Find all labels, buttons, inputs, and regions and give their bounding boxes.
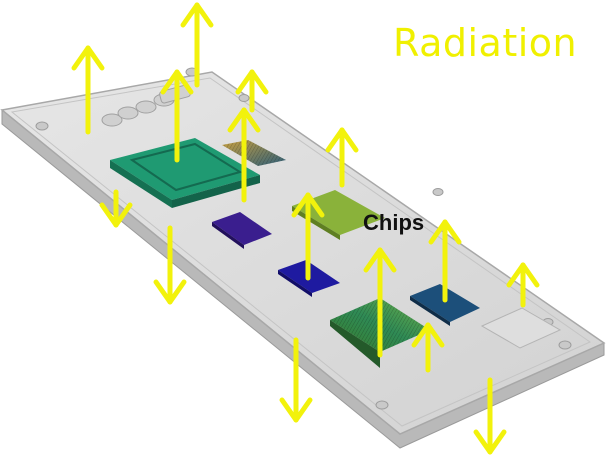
board-top	[0, 71, 606, 435]
upward-arrow-icon	[180, 2, 214, 88]
empty-pad	[480, 307, 562, 349]
board-lip	[10, 77, 592, 427]
downward-arrow-icon	[279, 337, 313, 423]
upward-arrow-icon	[363, 247, 397, 358]
radiation-label: Radiation	[393, 21, 578, 65]
upward-arrow-icon	[160, 69, 194, 163]
upward-arrow-icon	[227, 107, 261, 203]
upward-arrow-icon	[411, 322, 445, 373]
upward-arrow-icon	[235, 69, 269, 113]
downward-arrow-icon	[153, 225, 187, 305]
connector-pads	[101, 84, 191, 127]
chip-purple	[212, 212, 272, 249]
upward-arrow-icon	[506, 262, 540, 308]
upward-arrow-icon	[428, 219, 462, 303]
chip-small-striped	[222, 140, 286, 166]
upward-arrow-icon	[291, 192, 325, 281]
downward-arrow-icon	[99, 189, 133, 228]
chips-label: Chips	[363, 210, 425, 235]
chip-teal	[410, 284, 480, 326]
upward-arrow-icon	[71, 45, 105, 135]
upward-arrow-icon	[325, 127, 359, 188]
chip-large-green	[110, 138, 260, 208]
downward-arrow-icon	[473, 377, 507, 455]
